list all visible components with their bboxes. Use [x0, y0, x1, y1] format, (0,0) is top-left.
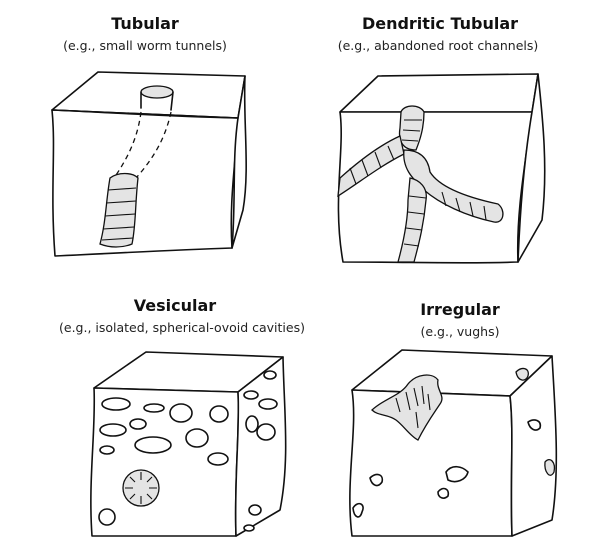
tubular-front-face	[52, 110, 238, 256]
tubular-block	[52, 72, 246, 256]
vesicular-block	[91, 352, 286, 536]
dendritic-block	[338, 74, 545, 263]
irregular-block	[350, 350, 556, 536]
dendritic-top-face	[340, 74, 538, 112]
tubular-tunnel-opening	[141, 86, 173, 98]
